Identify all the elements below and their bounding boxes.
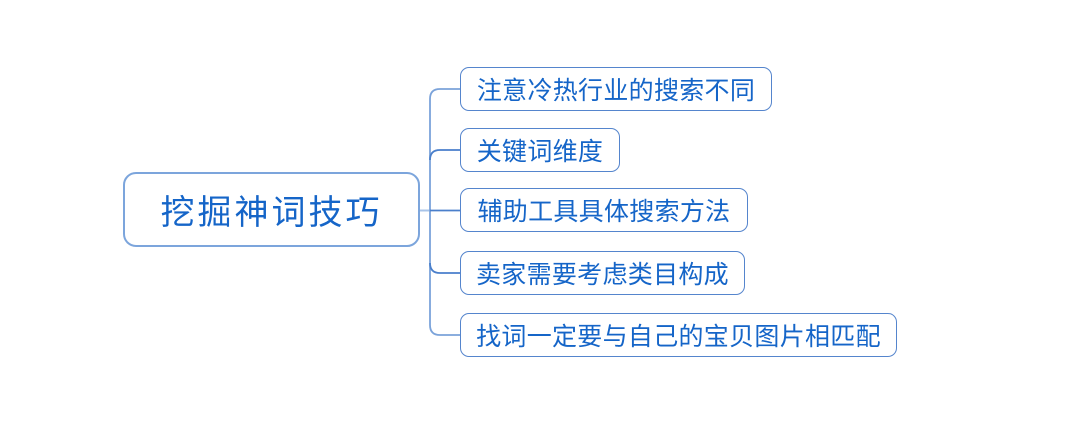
root-node-label: 挖掘神词技巧 (160, 195, 383, 232)
branch-node-4-label: 卖家需要考虑类目构成 (475, 262, 729, 289)
branch-node-5[interactable]: 找词一定要与自己的宝贝图片相匹配 (460, 313, 897, 357)
connector-branch-2 (429, 149, 460, 161)
branch-node-5-label: 找词一定要与自己的宝贝图片相匹配 (476, 324, 881, 351)
branch-node-3[interactable]: 辅助工具具体搜索方法 (460, 188, 748, 232)
branch-node-1-label: 注意冷热行业的搜索不同 (476, 78, 756, 105)
connector-trunk (429, 88, 460, 336)
branch-node-1[interactable]: 注意冷热行业的搜索不同 (460, 67, 772, 111)
root-node[interactable]: 挖掘神词技巧 (123, 172, 420, 247)
branch-node-2-label: 关键词维度 (476, 139, 604, 166)
connector-branch-4 (429, 262, 460, 274)
branch-node-3-label: 辅助工具具体搜索方法 (477, 199, 731, 226)
branch-node-2[interactable]: 关键词维度 (460, 128, 620, 172)
branch-node-4[interactable]: 卖家需要考虑类目构成 (460, 251, 745, 295)
